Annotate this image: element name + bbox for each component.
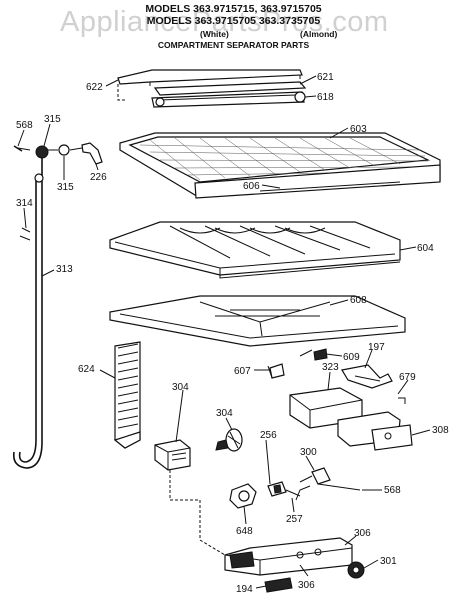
control-housing — [289, 387, 413, 451]
thermostat-assembly — [229, 467, 361, 509]
label-313: 313 — [56, 264, 73, 275]
label-304-left: 304 — [172, 382, 189, 393]
label-194: 194 — [236, 584, 253, 595]
models-line-2: MODELS 363.9715705 363.3735705 — [146, 15, 321, 27]
label-568-right: 568 — [384, 485, 401, 496]
label-603: 603 — [350, 124, 367, 135]
separator-604 — [109, 221, 401, 279]
fixture-304-left — [154, 439, 191, 471]
label-256: 256 — [260, 430, 277, 441]
label-197: 197 — [368, 342, 385, 353]
shelf-603 — [119, 132, 441, 199]
drain-tube-assembly — [12, 142, 103, 469]
leader-lines — [17, 75, 431, 589]
plate-197 — [341, 364, 393, 389]
label-308: 308 — [432, 425, 449, 436]
label-618: 618 — [317, 92, 334, 103]
label-606: 606 — [243, 181, 260, 192]
label-323: 323 — [322, 362, 339, 373]
label-609: 609 — [343, 352, 360, 363]
knob-301 — [347, 561, 365, 579]
part-labels: 622 621 618 603 606 604 608 609 607 197 … — [16, 72, 449, 595]
base-housing-306 — [169, 470, 353, 576]
label-608: 608 — [350, 295, 367, 306]
label-624: 624 — [78, 364, 95, 375]
label-621: 621 — [317, 72, 334, 83]
diagram-title: COMPARTMENT SEPARATOR PARTS — [157, 40, 310, 50]
label-622: 622 — [86, 82, 103, 93]
label-315-top: 315 — [44, 114, 61, 125]
label-568-left: 568 — [16, 120, 33, 131]
label-306-bottom: 306 — [298, 580, 315, 591]
label-315-bottom: 315 — [57, 182, 74, 193]
tray-608 — [109, 295, 406, 347]
label-301: 301 — [380, 556, 397, 567]
label-607: 607 — [234, 366, 251, 377]
models-line-1: MODELS 363.9715715, 363.9715705 — [145, 3, 322, 15]
label-604: 604 — [417, 243, 434, 254]
knob-304 — [215, 428, 243, 452]
label-648: 648 — [236, 526, 253, 537]
label-314: 314 — [16, 198, 33, 209]
panel-624 — [113, 341, 141, 449]
color-white-label: (White) — [200, 29, 229, 39]
label-679: 679 — [399, 372, 416, 383]
label-226: 226 — [90, 172, 107, 183]
small-parts-607-609 — [267, 348, 328, 379]
label-300: 300 — [300, 447, 317, 458]
label-257: 257 — [286, 514, 303, 525]
lamp-194 — [264, 577, 293, 593]
label-304-knob: 304 — [216, 408, 233, 419]
top-rail-assembly — [117, 69, 307, 108]
label-306-right: 306 — [354, 528, 371, 539]
color-almond-label: (Almond) — [300, 29, 338, 39]
